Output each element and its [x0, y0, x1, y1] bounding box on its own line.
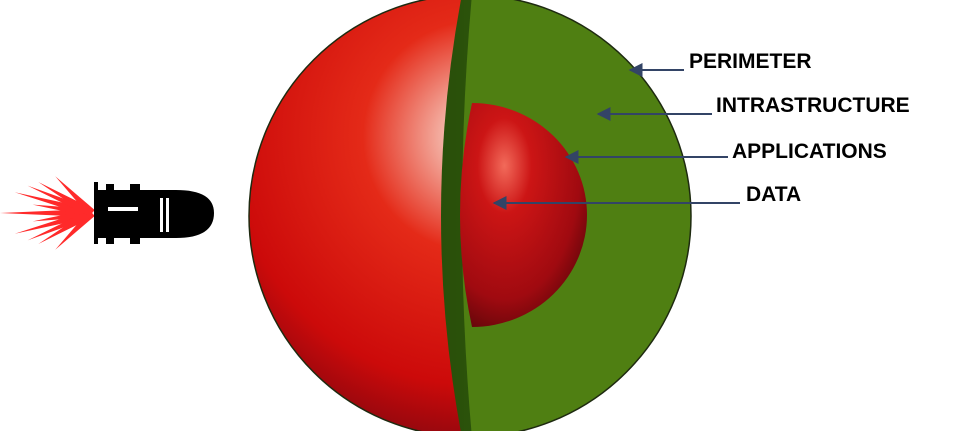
data-label: DATA: [746, 183, 801, 206]
projectile-group: [0, 176, 214, 250]
flash-spike: [32, 204, 93, 217]
flash-spike: [55, 176, 95, 216]
flash-spike: [27, 209, 94, 241]
security-layer-sphere: [248, 0, 692, 431]
infrastructure-label: INTRASTRUCTURE: [716, 94, 910, 117]
flash-spike: [55, 210, 95, 250]
layer-labels: PERIMETER INTRASTRUCTURE APPLICATIONS DA…: [689, 50, 910, 206]
flash-spike: [27, 185, 94, 217]
bullet-icon: [94, 182, 214, 244]
perimeter-label: PERIMETER: [689, 50, 812, 73]
muzzle-flash-icon: [0, 176, 95, 250]
applications-label: APPLICATIONS: [732, 140, 887, 163]
core-sphere: [460, 103, 587, 327]
callout-arrows: [492, 63, 740, 210]
